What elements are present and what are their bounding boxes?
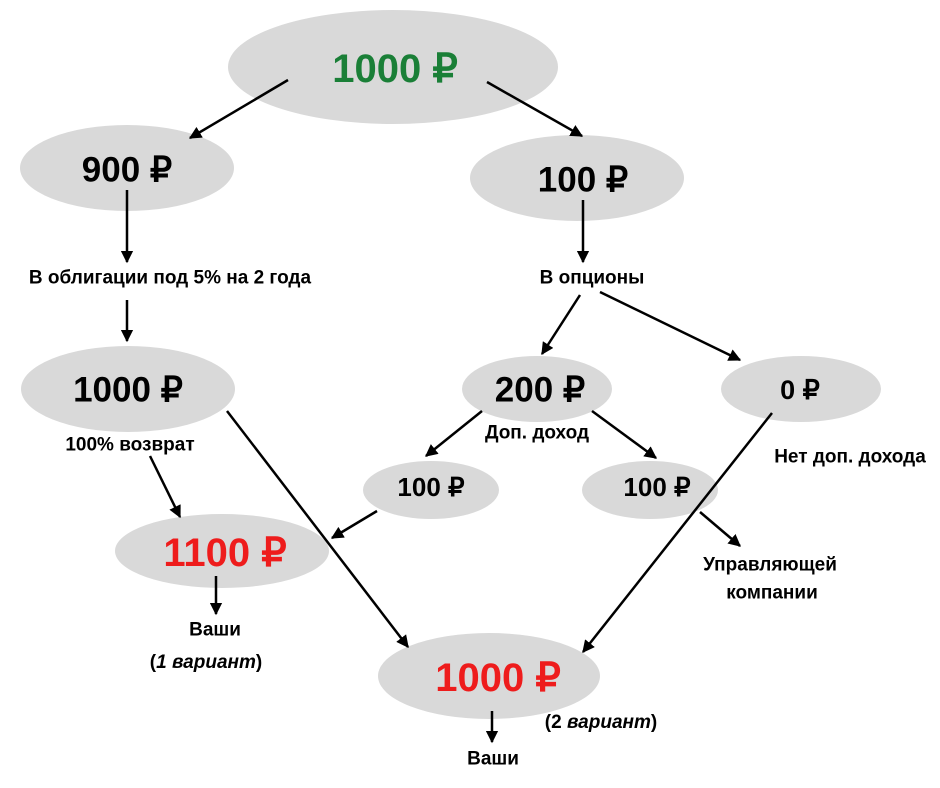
arrow-root-to-right — [486, 80, 584, 138]
variant1-amount: 1100 ₽ — [163, 531, 286, 575]
label-bonds: В облигации под 5% на 2 года — [29, 268, 312, 289]
label-management-line1: Управляющей — [703, 555, 837, 576]
label-no-extra-income: Нет доп. дохода — [774, 447, 926, 468]
income-half-b-amount: 100 ₽ — [623, 472, 691, 502]
variant2-open: (2 — [545, 712, 567, 733]
options-income-amount: 200 ₽ — [495, 371, 585, 410]
root-amount: 1000 ₽ — [332, 47, 458, 91]
arrow-zero-to-variant2 — [582, 412, 773, 653]
arrow-root-to-left — [188, 78, 289, 140]
variant2-text: вариант — [567, 712, 651, 733]
bonds-result-amount: 1000 ₽ — [73, 371, 183, 410]
income-half-a-amount: 100 ₽ — [397, 472, 465, 502]
arrow-bonds-result-to-variant2 — [226, 410, 409, 648]
variant2-close: ) — [651, 712, 657, 733]
left-ellipse — [20, 125, 234, 211]
options-zero-amount: 0 ₽ — [780, 375, 820, 405]
label-yours-1: Ваши — [189, 620, 241, 641]
left-amount: 900 ₽ — [82, 151, 172, 190]
arrow-options-to-zero — [599, 290, 742, 362]
options-zero-ellipse — [721, 356, 881, 422]
variant1-ellipse — [115, 514, 329, 588]
right-ellipse — [470, 135, 684, 221]
income-half-a-ellipse — [363, 461, 499, 519]
arrow-income-to-half-a — [425, 410, 483, 457]
arrow-half-b-to-management — [699, 511, 741, 547]
label-management-line2: компании — [726, 583, 818, 604]
label-full-return: 100% возврат — [65, 435, 194, 456]
label-variant-1: (1 вариант) — [150, 652, 262, 673]
label-yours-2: Ваши — [467, 749, 519, 770]
variant2-ellipse — [378, 633, 600, 719]
root-ellipse — [228, 10, 558, 124]
bonds-result-ellipse — [21, 346, 235, 432]
arrow-return-to-variant1 — [148, 455, 182, 519]
right-amount: 100 ₽ — [538, 161, 628, 200]
income-half-b-ellipse — [582, 461, 718, 519]
arrow-options-to-income — [540, 294, 582, 356]
variant1-close: ) — [256, 652, 262, 673]
label-variant-2: (2 вариант) — [545, 712, 657, 733]
label-extra-income: Доп. доход — [485, 423, 589, 444]
variant1-open: ( — [150, 652, 157, 673]
variant2-amount: 1000 ₽ — [435, 656, 561, 700]
arrow-income-to-half-b — [591, 409, 658, 460]
variant1-text: 1 вариант — [156, 652, 256, 673]
options-income-ellipse — [462, 356, 612, 422]
label-options: В опционы — [540, 268, 645, 289]
arrow-half-a-to-variant1 — [330, 509, 378, 540]
